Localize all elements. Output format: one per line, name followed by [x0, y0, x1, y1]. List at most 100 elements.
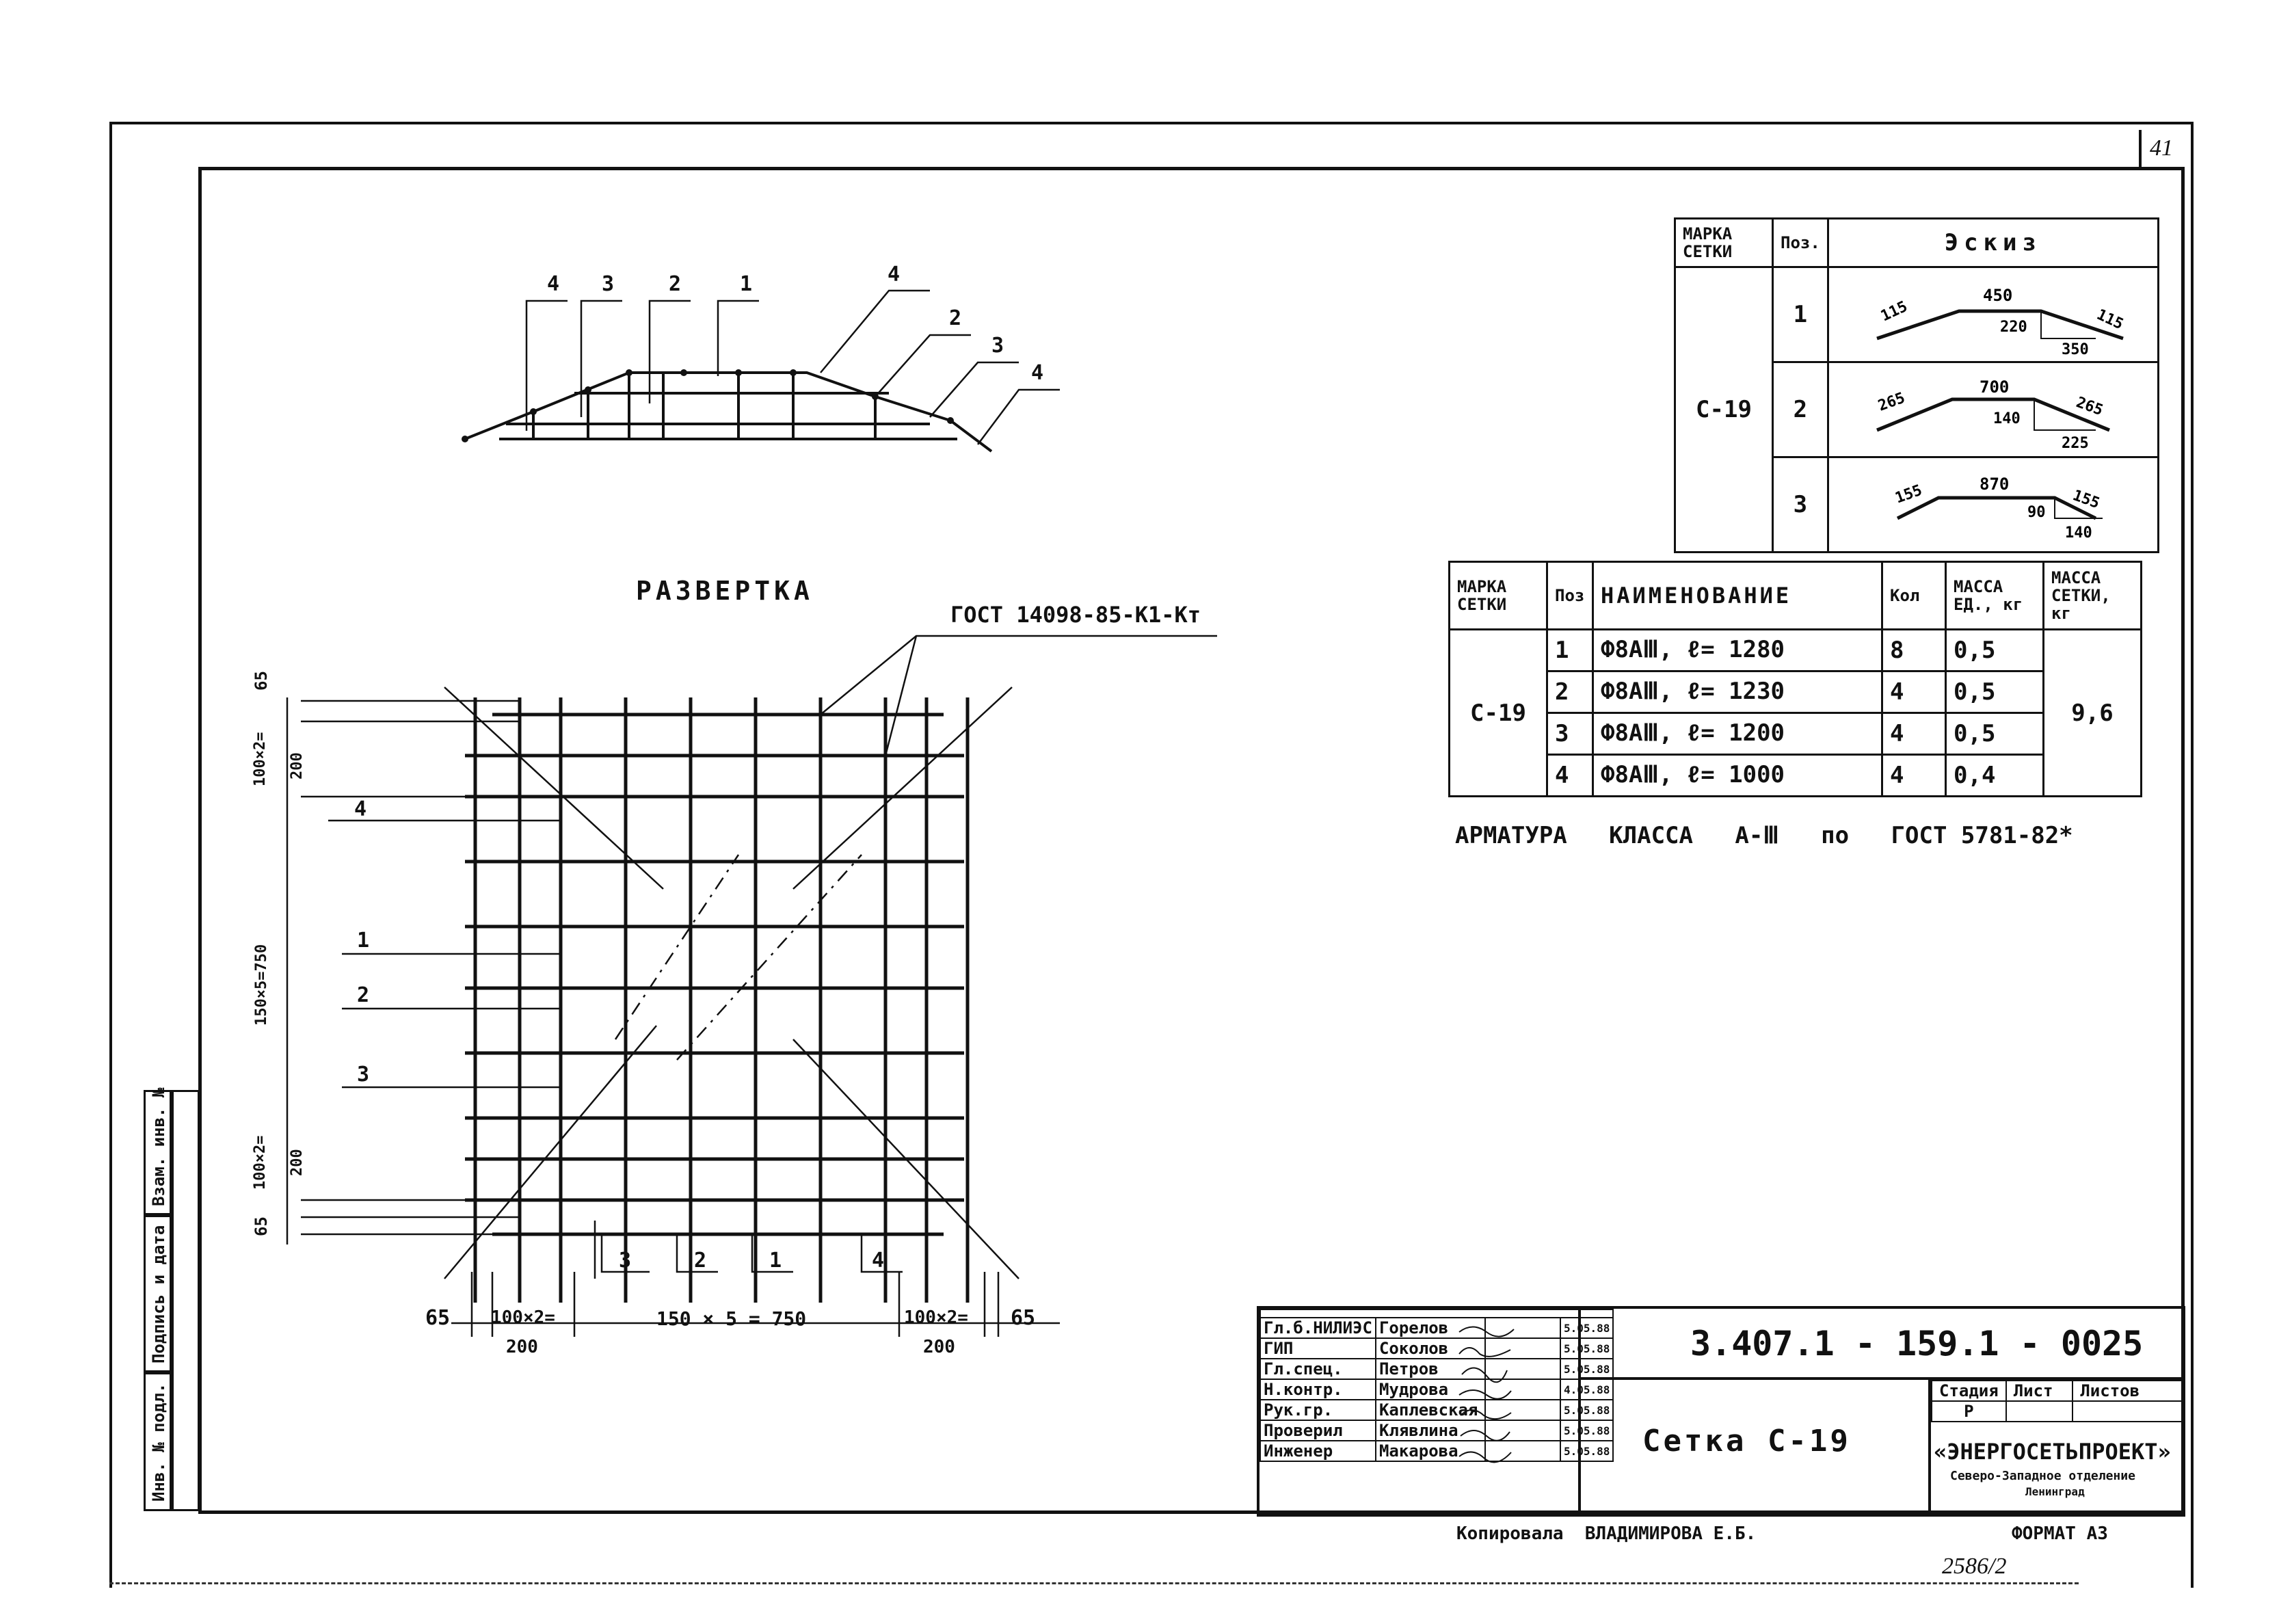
sketch-pos-2: 2 — [1772, 361, 1829, 458]
org-city: Ленинград — [2025, 1485, 2085, 1498]
mesh-unfold-plan — [286, 635, 1217, 1337]
elev-label-2-right: 2 — [949, 306, 962, 330]
signature — [1484, 1358, 1561, 1380]
pos-left-3: 3 — [357, 1063, 370, 1087]
sign-date: 5.05.88 — [1559, 1399, 1614, 1421]
doc-code: 3.407.1 - 159.1 - 0025 — [1690, 1324, 2144, 1363]
pos-bottom-1: 1 — [769, 1249, 782, 1273]
org-subtitle: Северо-Западное отделение — [1950, 1469, 2135, 1483]
tb-divider-h — [1578, 1377, 2183, 1380]
sign-date: 5.05.88 — [1559, 1420, 1614, 1441]
elev-label-4-left: 4 — [547, 272, 560, 296]
spec-header-unit-mass: МАССА ЕД., кг — [1945, 561, 2044, 630]
person-name: Петров — [1374, 1358, 1486, 1380]
spec-header-pos: Поз — [1546, 561, 1594, 630]
spec-row2-pos: 2 — [1546, 670, 1594, 714]
spec-row1-pos: 1 — [1546, 628, 1594, 672]
table-row: 4 Ф8АⅢ, ℓ= 1000 4 0,4 — [1450, 754, 2142, 797]
sketch-cell-1: 115 450 220 115 350 — [1826, 266, 2159, 363]
pos-bottom-4: 4 — [872, 1249, 885, 1273]
sketch-cell-2: 265 700 140 265 225 — [1826, 361, 2159, 458]
spec-row1-mass: 0,5 — [1945, 628, 2044, 672]
pos-bottom-3: 3 — [619, 1249, 632, 1273]
table-row: Н.контр. Мудрова 4.05.88 — [1260, 1379, 1614, 1400]
paper-format: ФОРМАТ А3 — [2012, 1523, 2108, 1544]
sketch1-dim-b: 450 — [1983, 286, 2012, 305]
signature — [1484, 1420, 1561, 1441]
rebar-class-note: АРМАТУРА КЛАССА А-Ⅲ по ГОСТ 5781-82* — [1455, 822, 2073, 849]
sheet-value — [2005, 1400, 2074, 1422]
tb-divider-v2 — [1928, 1377, 1931, 1514]
sketch-mark: С-19 — [1674, 266, 1774, 553]
stage-table: Стадия Лист Листов Р — [1931, 1380, 2183, 1422]
person-role: ГИП — [1260, 1337, 1376, 1359]
sheet-number: 41 — [2139, 130, 2181, 170]
sketch2-dim-e: 225 — [2062, 435, 2089, 451]
table-row: Инженер Макарова 5.05.88 — [1260, 1440, 1614, 1462]
sketch3-dim-b: 870 — [1980, 475, 2009, 494]
sketch-header-sketch: Эскиз — [1826, 217, 2159, 268]
sketch1-dim-a: 115 — [1878, 298, 1910, 325]
table-row: 3 Ф8АⅢ, ℓ= 1200 4 0,5 — [1450, 712, 2142, 756]
signature — [1484, 1440, 1561, 1462]
dim-bottom-65-right: 65 — [1011, 1306, 1036, 1330]
person-role: Инженер — [1260, 1440, 1376, 1462]
sign-date: 5.05.88 — [1559, 1440, 1614, 1462]
sheets-value — [2072, 1400, 2183, 1422]
elev-label-2-left: 2 — [669, 272, 682, 296]
table-row: 2 Ф8АⅢ, ℓ= 1230 4 0,5 — [1450, 670, 2142, 714]
table-row: ГИП Соколов 5.05.88 — [1260, 1337, 1614, 1359]
elev-label-1: 1 — [740, 272, 753, 296]
dim-bottom-750: 150 × 5 = 750 — [656, 1307, 807, 1330]
sketch3-dim-c: 90 — [2027, 504, 2046, 521]
spec-table: МАРКА СЕТКИ Поз НАИМЕНОВАНИЕ Кол МАССА Е… — [1448, 561, 2142, 797]
dim-bottom-65-left: 65 — [425, 1306, 451, 1330]
spec-row2-qty: 4 — [1881, 670, 1947, 714]
spec-row3-name: Ф8АⅢ, ℓ= 1200 — [1592, 712, 1883, 756]
pos-left-2: 2 — [357, 983, 370, 1007]
unfold-title: РАЗВЕРТКА — [636, 576, 814, 606]
pos-left-4: 4 — [354, 797, 367, 821]
dim-bottom-100x2-right: 100×2= — [904, 1307, 968, 1328]
sketch3-dim-a: 155 — [1893, 482, 1924, 507]
sketch2-dim-c: 140 — [1993, 410, 2021, 427]
sketch-pos-1: 1 — [1772, 266, 1829, 363]
tb-divider-v — [1578, 1309, 1581, 1514]
sign-date: 5.05.88 — [1559, 1317, 1614, 1339]
spec-row4-pos: 4 — [1546, 754, 1594, 797]
person-role: Проверил — [1260, 1420, 1376, 1441]
sign-date: 4.05.88 — [1559, 1379, 1614, 1400]
table-row: Гл.б.НИЛИЭС Горелов 5.05.88 — [1260, 1317, 1614, 1339]
sketch3-dim-e: 140 — [2065, 524, 2092, 542]
dim-left-200-top: 200 — [289, 752, 306, 780]
dim-bottom-200-left: 200 — [506, 1337, 538, 1357]
copied-by: Копировала ВЛАДИМИРОВА Е.Б. — [1456, 1523, 1757, 1544]
dim-left-100x2-top: 100×2= — [252, 732, 269, 786]
sketch-table: МАРКА СЕТКИ Поз. Эскиз С-19 1 115 450 22… — [1674, 217, 2159, 553]
spec-row2-mass: 0,5 — [1945, 670, 2044, 714]
sign-date: 5.05.88 — [1559, 1358, 1614, 1380]
spec-row1-name: Ф8АⅢ, ℓ= 1280 — [1592, 628, 1883, 672]
person-role: Рук.гр. — [1260, 1399, 1376, 1421]
spec-total-mass: 9,6 — [2042, 628, 2142, 797]
elev-label-4-right: 4 — [1031, 361, 1044, 385]
signature — [1484, 1337, 1561, 1359]
table-row: Гл.спец. Петров 5.05.88 — [1260, 1358, 1614, 1380]
spec-row3-mass: 0,5 — [1945, 712, 2044, 756]
dim-bottom-200-right: 200 — [923, 1337, 955, 1357]
pos-bottom-2: 2 — [694, 1249, 707, 1273]
spec-row3-pos: 3 — [1546, 712, 1594, 756]
dim-left-65-top: 65 — [252, 671, 271, 691]
sketch2-dim-a: 265 — [1876, 390, 1907, 415]
outer-frame — [109, 122, 2194, 1588]
signatures-scribbles — [1458, 1326, 1515, 1463]
person-role: Н.контр. — [1260, 1379, 1376, 1400]
inventory-number: 2586/2 — [1942, 1554, 2007, 1579]
elev-label-3-left: 3 — [602, 272, 615, 296]
signature — [1484, 1317, 1561, 1339]
signature — [1484, 1399, 1561, 1421]
spec-header-qty: Кол — [1881, 561, 1947, 630]
elev-label-4-top: 4 — [888, 263, 901, 287]
title-block: Гл.б.НИЛИЭС Горелов 5.05.88 ГИП Соколов … — [1257, 1306, 2185, 1517]
side-strip: Инв. № подл. Подпись и дата Взам. инв. № — [144, 1088, 201, 1511]
